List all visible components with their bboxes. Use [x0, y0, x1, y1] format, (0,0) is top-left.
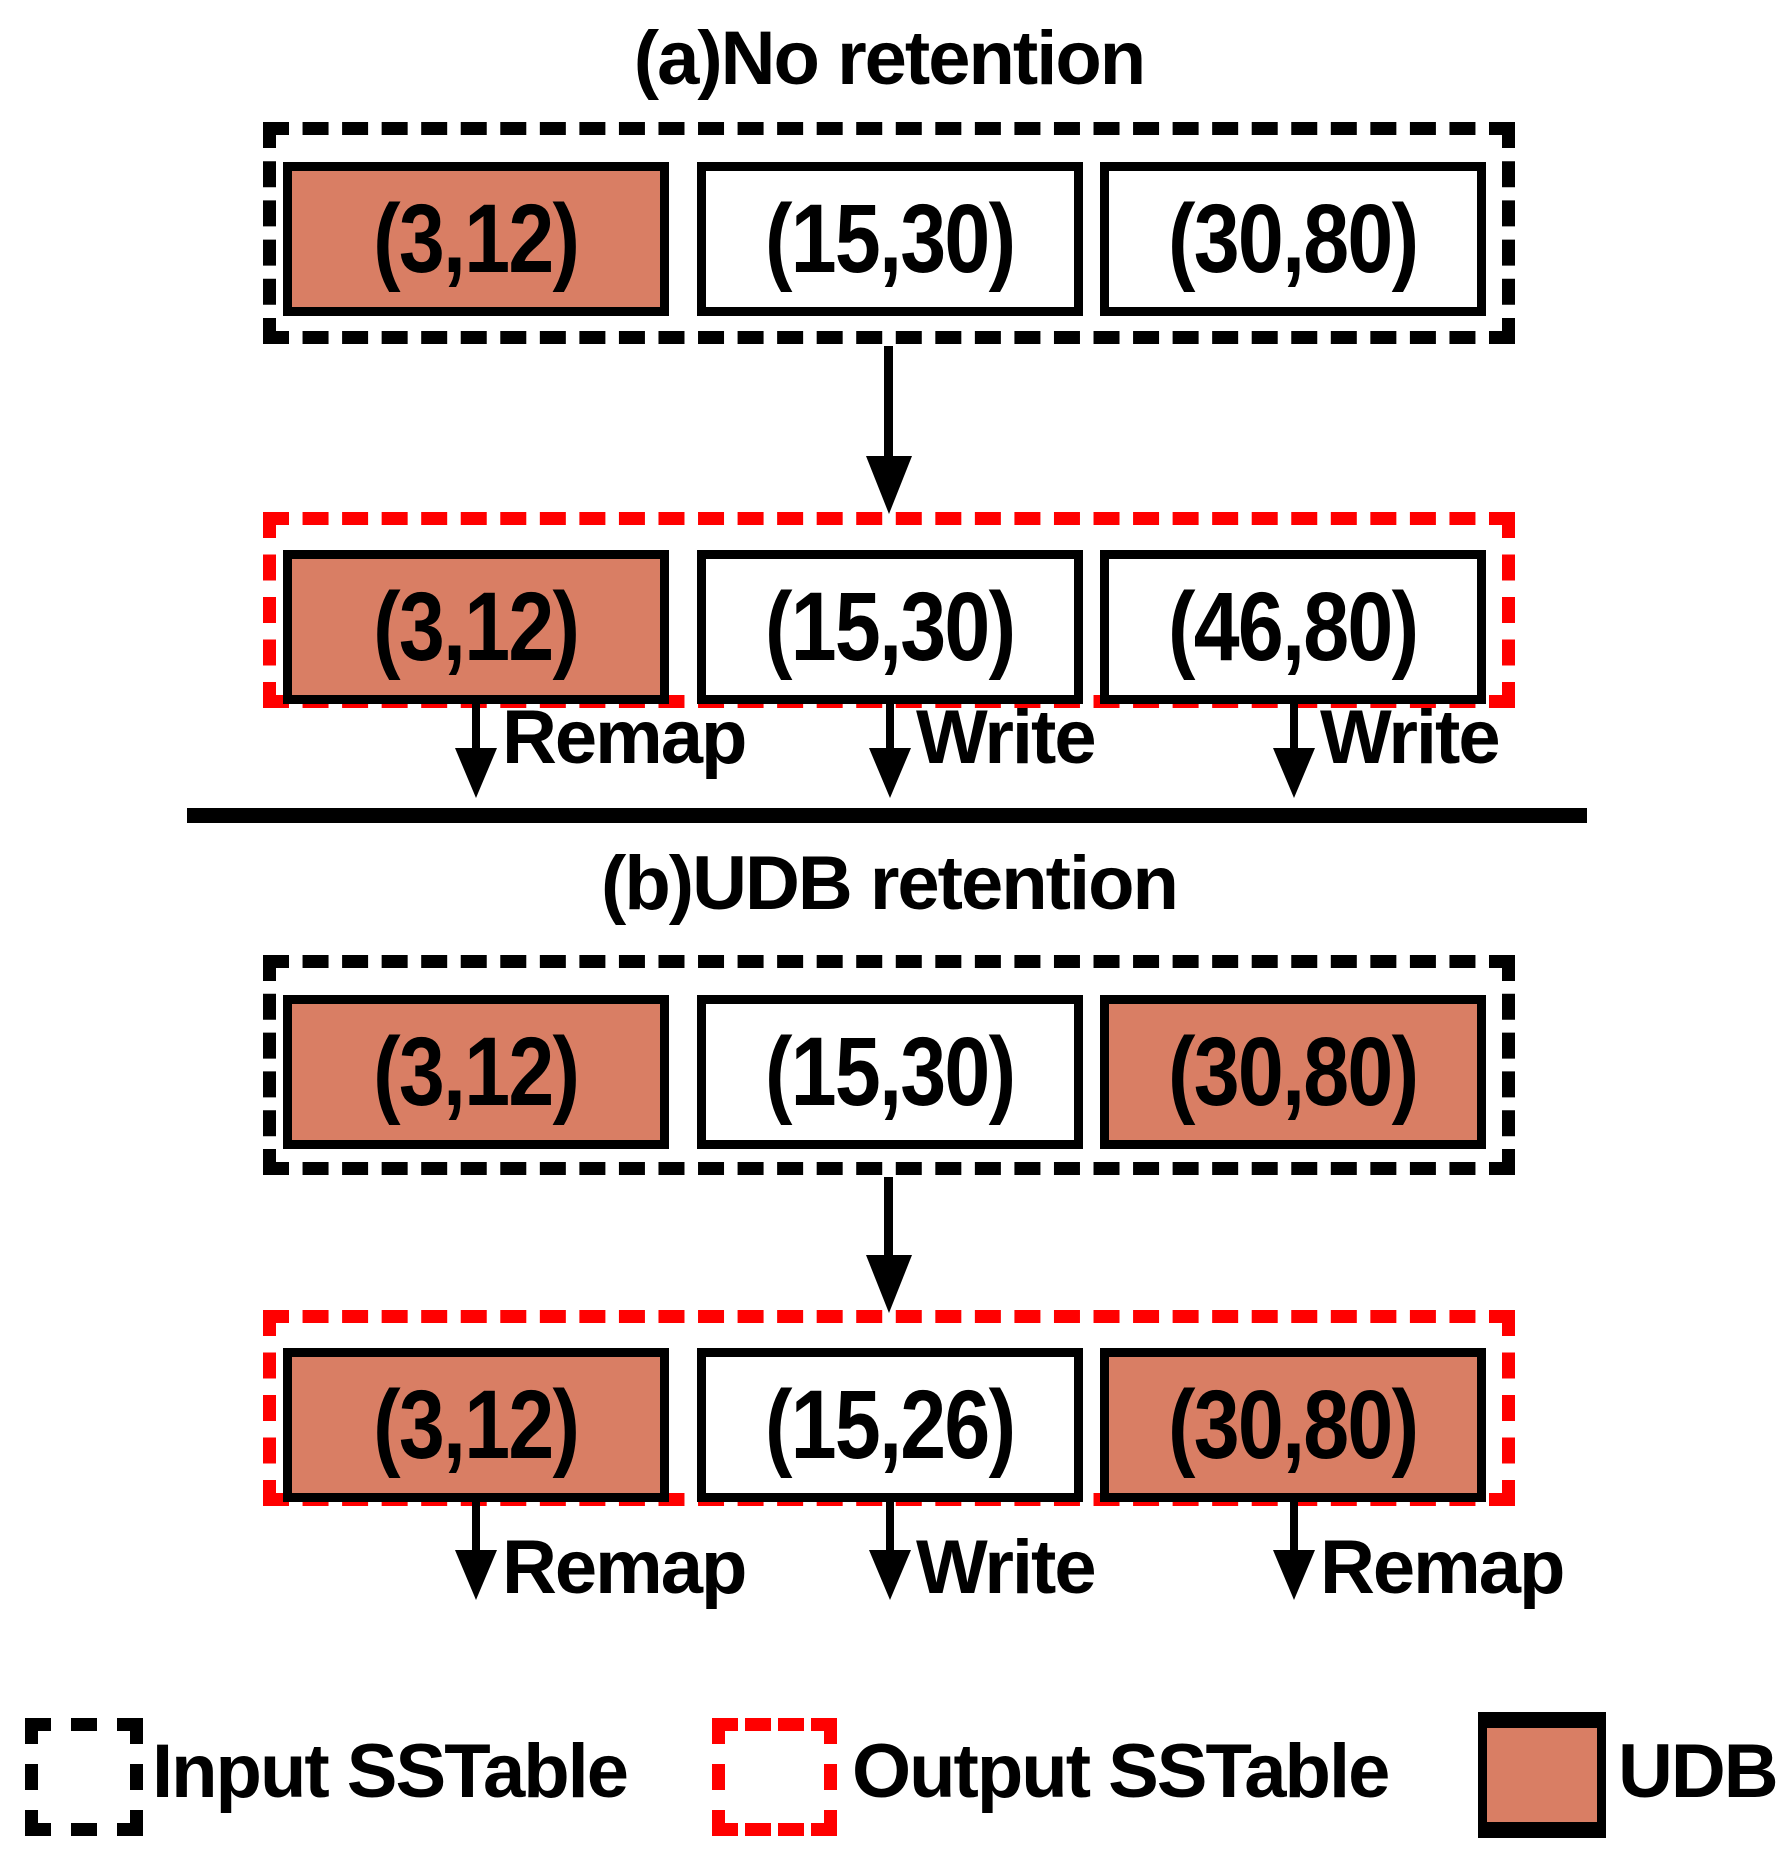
legend-udb-label: UDB: [1618, 1729, 1779, 1814]
legend-output-sstable-label: Output SSTable: [852, 1729, 1390, 1814]
action-arrow-shaft: [886, 702, 894, 752]
sstable-box: (30,80): [1100, 995, 1486, 1149]
section-a-title: (a)No retention: [633, 16, 1146, 101]
sstable-box: (3,12): [283, 162, 669, 316]
legend-input-sstable-label: Input SSTable: [152, 1729, 629, 1814]
sstable-range-label: (15,30): [765, 1017, 1016, 1126]
action-label: Write: [916, 695, 1097, 780]
sstable-range-label: (30,80): [1168, 1370, 1419, 1479]
input-sstable-group-a: [263, 122, 1515, 344]
sstable-box: (15,26): [697, 1348, 1083, 1502]
compaction-arrow-head-icon: [866, 456, 912, 514]
sstable-box: (3,12): [283, 995, 669, 1149]
sstable-range-label: (15,30): [765, 184, 1016, 293]
action-label: Remap: [1320, 1525, 1565, 1610]
action-arrow-shaft: [472, 702, 480, 752]
sstable-box: (15,30): [697, 995, 1083, 1149]
legend-udb-swatch: [1478, 1712, 1606, 1838]
compaction-arrow-head-icon: [866, 1255, 912, 1313]
action-label: Remap: [502, 1525, 747, 1610]
compaction-arrow-shaft: [884, 346, 893, 458]
action-label: Write: [916, 1525, 1097, 1610]
sstable-range-label: (3,12): [373, 184, 580, 293]
sstable-box: (30,80): [1100, 1348, 1486, 1502]
action-arrow-head-icon: [455, 748, 497, 798]
sstable-box: (30,80): [1100, 162, 1486, 316]
action-label: Remap: [502, 695, 747, 780]
action-arrow-head-icon: [869, 748, 911, 798]
sstable-box: (15,30): [697, 162, 1083, 316]
action-arrow-head-icon: [1273, 1550, 1315, 1600]
sstable-range-label: (30,80): [1168, 184, 1419, 293]
legend-output-sstable-swatch: [712, 1718, 837, 1836]
action-arrow-head-icon: [869, 1550, 911, 1600]
section-b-title: (b)UDB retention: [601, 841, 1179, 926]
action-arrow-head-icon: [455, 1550, 497, 1600]
action-arrow-shaft: [1290, 702, 1298, 752]
action-arrow-head-icon: [1273, 748, 1315, 798]
sstable-range-label: (3,12): [373, 1370, 580, 1479]
sstable-box: (15,30): [697, 550, 1083, 704]
sstable-box: (46,80): [1100, 550, 1486, 704]
sstable-box: (3,12): [283, 550, 669, 704]
input-sstable-group-b: [263, 955, 1515, 1175]
legend-input-sstable-swatch: [25, 1718, 143, 1836]
sstable-box: (3,12): [283, 1348, 669, 1502]
sstable-range-label: (15,30): [765, 572, 1016, 681]
section-divider: [187, 808, 1587, 823]
sstable-range-label: (30,80): [1168, 1017, 1419, 1126]
sstable-range-label: (15,26): [765, 1370, 1016, 1479]
sstable-range-label: (46,80): [1168, 572, 1419, 681]
compaction-arrow-shaft: [884, 1177, 893, 1257]
action-arrow-shaft: [886, 1502, 894, 1554]
sstable-range-label: (3,12): [373, 572, 580, 681]
action-arrow-shaft: [472, 1502, 480, 1554]
action-arrow-shaft: [1290, 1502, 1298, 1554]
sstable-range-label: (3,12): [373, 1017, 580, 1126]
action-label: Write: [1320, 695, 1501, 780]
